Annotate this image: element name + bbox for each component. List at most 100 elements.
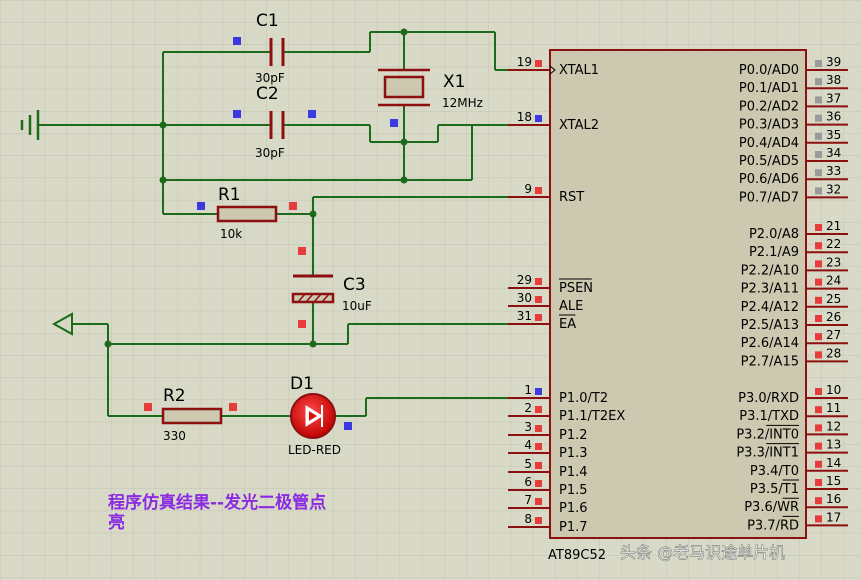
pin-state-marker (815, 424, 822, 432)
pin-state-marker (815, 351, 822, 359)
pin-number: 12 (826, 419, 841, 433)
pin-state-marker (535, 425, 542, 432)
pin-label: P2.5/A13 (741, 318, 799, 333)
pin-state-marker (535, 443, 542, 450)
pin-number: 7 (524, 493, 532, 507)
chip-pin-5[interactable]: 5P1.4 (508, 457, 588, 480)
pin-label: P1.4 (559, 465, 588, 480)
chip-pin-7[interactable]: 7P1.6 (508, 493, 588, 516)
pin-state-marker (535, 115, 542, 122)
junction-dots (104, 28, 408, 348)
capacitor-c1[interactable]: C1 30pF (255, 11, 285, 85)
x1-value: 12MHz (442, 96, 483, 110)
pin-state-marker (535, 296, 542, 303)
pin-label: P0.3/AD3 (739, 118, 799, 133)
pin-state-marker (535, 406, 542, 413)
resistor-r1[interactable]: R1 10k (216, 185, 278, 241)
pin-state-marker (815, 242, 822, 250)
pin-label: P1.7 (559, 520, 588, 535)
mcu-chip[interactable]: AT89C52 (548, 49, 807, 563)
resistor-r2[interactable]: R2 330 (161, 386, 223, 443)
pin-number: 4 (524, 438, 532, 452)
pin-number: 8 (524, 512, 532, 526)
crystal-x1[interactable]: X1 12MHz (378, 68, 483, 110)
pin-label: P0.7/AD7 (739, 190, 799, 205)
pin-number: 2 (524, 401, 532, 415)
pin-state-marker (815, 406, 822, 414)
chip-pin-1[interactable]: 1P1.0/T2 (508, 383, 608, 406)
capacitor-c2[interactable]: C2 30pF (255, 84, 285, 160)
pin-number: 21 (826, 219, 841, 233)
pin-label: P2.6/A14 (741, 336, 799, 351)
pin-number: 27 (826, 328, 841, 342)
caption-line-1: 程序仿真结果--发光二极管点 (108, 492, 326, 513)
pin-state-marker (815, 78, 822, 86)
chip-pin-4[interactable]: 4P1.3 (508, 438, 588, 461)
pin-state-marker (815, 315, 822, 322)
pin-number: 1 (524, 383, 532, 397)
chip-right-pins: 39P0.0/AD038P0.1/AD137P0.2/AD236P0.3/AD3… (736, 55, 848, 533)
pin-number: 14 (826, 456, 841, 470)
pin-state-marker (535, 388, 542, 395)
pin-number: 11 (826, 401, 841, 415)
pin-state-marker (535, 517, 542, 524)
pin-state-marker (815, 132, 822, 140)
pin-state-marker (535, 480, 542, 487)
power-terminal-arrow (51, 312, 73, 336)
r2-ref: R2 (163, 386, 186, 406)
pin-label: RST (559, 190, 584, 205)
pin-number: 37 (826, 91, 841, 105)
capacitor-c3[interactable]: C3 10uF (291, 274, 372, 313)
pin-label: P3.5/T1 (750, 482, 799, 497)
c3-ref: C3 (343, 275, 366, 295)
pin-label: P2.2/A10 (741, 263, 799, 278)
pin-number: 18 (517, 110, 532, 124)
pin-number: 6 (524, 475, 532, 489)
pin-label: P2.1/A9 (749, 245, 799, 260)
c1-value: 30pF (255, 71, 285, 85)
pin-state-marker (815, 60, 822, 67)
pin-label: ALE (559, 299, 583, 314)
chip-pin-2[interactable]: 2P1.1/T2EX (508, 401, 625, 424)
chip-pin-6[interactable]: 6P1.5 (508, 475, 588, 498)
c1-ref: C1 (256, 11, 279, 31)
chip-pin-3[interactable]: 3P1.2 (508, 420, 588, 443)
d1-ref: D1 (290, 374, 314, 394)
pin-label: EA (559, 317, 576, 332)
chip-pin-8[interactable]: 8P1.7 (508, 512, 588, 535)
pin-state-marker (535, 462, 542, 469)
led-d1[interactable]: D1 LED-RED (288, 374, 341, 457)
pin-state-marker (815, 278, 822, 286)
r2-value: 330 (163, 429, 186, 443)
